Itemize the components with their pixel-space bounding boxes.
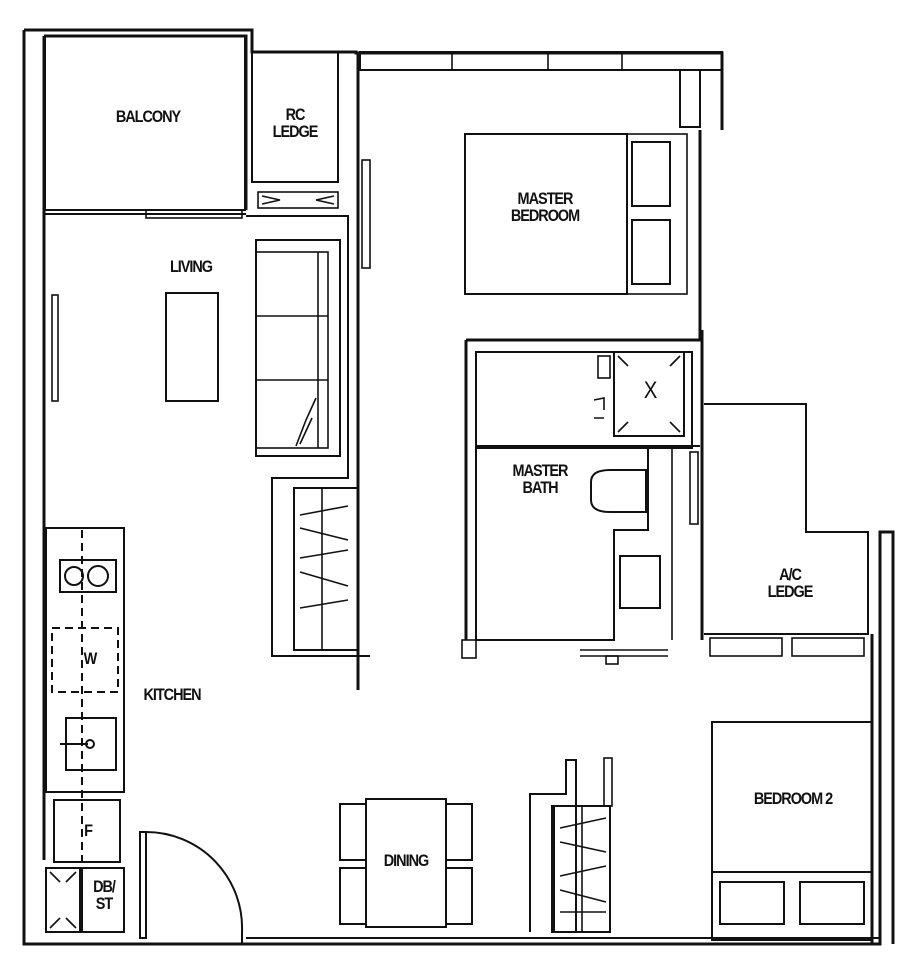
wardrobe-1 — [293, 487, 359, 651]
entrance-door — [139, 830, 244, 944]
dining-table — [365, 798, 447, 928]
master-bedroom-room — [464, 130, 702, 342]
living-furniture — [51, 239, 341, 457]
wardrobe-2 — [529, 757, 613, 933]
washer — [51, 627, 119, 693]
label-db-st: DB/ ST — [93, 877, 116, 913]
bed-2 — [711, 721, 873, 941]
toilet — [590, 469, 647, 513]
rc-ledge-room — [251, 51, 339, 209]
shower-x-icon: X — [643, 377, 658, 404]
basin — [619, 555, 661, 609]
bedroom-2-room — [711, 721, 873, 941]
label-living: LIVING — [169, 257, 213, 276]
master-bath-room — [461, 340, 700, 665]
hob — [59, 559, 117, 593]
label-dining: DINING — [383, 851, 429, 870]
kitchen-counter — [45, 527, 125, 933]
corridor-walls — [246, 52, 371, 690]
dining-set — [339, 798, 473, 928]
top-window — [359, 51, 723, 128]
ac-ledge-room — [700, 330, 869, 657]
shower — [613, 351, 685, 437]
label-rc-ledge: RC LEDGE — [272, 105, 319, 141]
coffee-table — [165, 292, 219, 402]
label-washer: W — [83, 649, 98, 668]
balcony-room — [44, 35, 246, 219]
fridge — [53, 799, 121, 863]
label-ac-ledge: A/C LEDGE — [767, 565, 814, 601]
label-master-bedroom: MASTER BEDROOM — [510, 189, 580, 225]
label-balcony: BALCONY — [115, 107, 181, 126]
label-kitchen: KITCHEN — [143, 685, 201, 704]
bottom-walls — [246, 634, 880, 944]
label-master-bath: MASTER BATH — [512, 461, 569, 497]
label-bedroom-2: BEDROOM 2 — [753, 789, 833, 808]
label-fridge: F — [84, 821, 93, 840]
